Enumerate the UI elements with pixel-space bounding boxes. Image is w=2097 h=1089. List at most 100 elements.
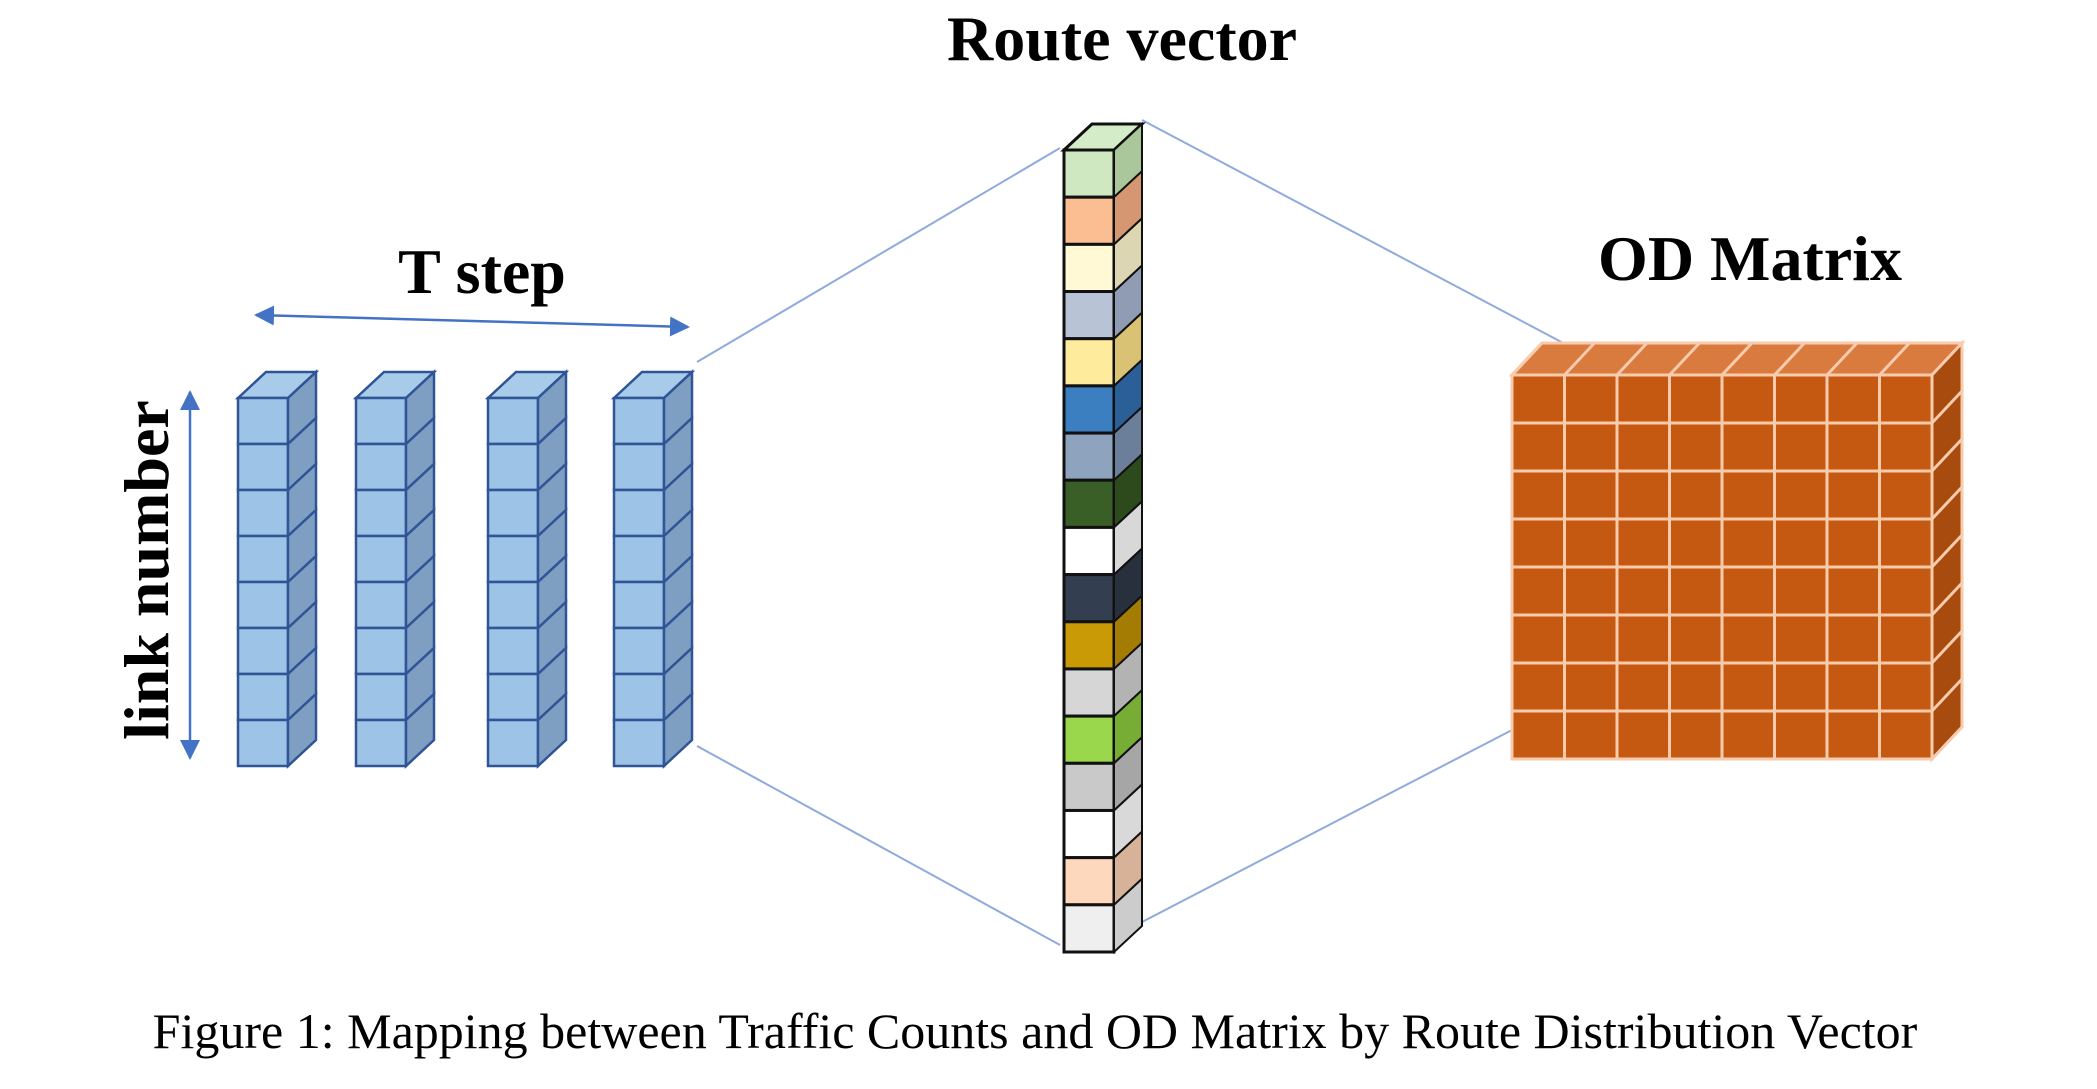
- connector-line: [696, 147, 1061, 363]
- od-cell: [1878, 661, 1934, 713]
- od-cell: [1825, 565, 1881, 617]
- link-cell: [354, 396, 408, 446]
- od-cell: [1563, 517, 1619, 569]
- od-cell: [1510, 517, 1566, 569]
- od-side-grid-line: [1930, 437, 1964, 473]
- od-cell: [1668, 517, 1724, 569]
- od-cell: [1720, 565, 1776, 617]
- link-cell: [612, 672, 666, 722]
- od-cell: [1510, 709, 1566, 761]
- traffic-column: [610, 369, 696, 769]
- route-cell: [1062, 903, 1116, 954]
- link-cell: [486, 396, 540, 446]
- od-cell: [1825, 421, 1881, 473]
- t-step-label: T step: [398, 236, 566, 307]
- route-cell: [1062, 808, 1116, 860]
- od-cell: [1563, 421, 1619, 473]
- od-side-grid-line: [1930, 677, 1964, 713]
- link-cell: [486, 442, 540, 492]
- od-top-grid-line: [1825, 341, 1859, 377]
- traffic-count-columns: [234, 369, 696, 769]
- route-cell: [1062, 384, 1116, 435]
- link-cell: [236, 718, 290, 768]
- od-cell: [1878, 709, 1934, 761]
- link-cell: [236, 442, 290, 492]
- od-cell: [1878, 565, 1934, 617]
- link-cell: [612, 626, 666, 676]
- od-cell: [1878, 469, 1934, 521]
- link-cell: [612, 534, 666, 584]
- link-cell: [486, 672, 540, 722]
- od-cell: [1668, 469, 1724, 521]
- link-cell-side: [404, 691, 436, 769]
- link-cell: [236, 534, 290, 584]
- od-side-grid-line: [1930, 389, 1964, 425]
- route-cell: [1062, 242, 1116, 294]
- od-cell: [1510, 469, 1566, 521]
- od-cell: [1615, 661, 1671, 713]
- od-cell: [1510, 661, 1566, 713]
- route-cell: [1062, 856, 1116, 907]
- od-cell: [1720, 613, 1776, 665]
- od-cell: [1668, 613, 1724, 665]
- traffic-column: [484, 369, 570, 769]
- link-cell: [486, 718, 540, 768]
- od-cell: [1878, 373, 1934, 425]
- route-cell: [1062, 667, 1116, 718]
- link-cell: [612, 442, 666, 492]
- od-cell: [1563, 469, 1619, 521]
- connector-line: [1141, 729, 1513, 923]
- od-cell: [1720, 661, 1776, 713]
- od-cell: [1668, 373, 1724, 425]
- od-cell: [1510, 565, 1566, 617]
- od-cell: [1615, 613, 1671, 665]
- link-number-label: link number: [111, 400, 182, 740]
- od-cell: [1510, 373, 1566, 425]
- link-cell: [236, 626, 290, 676]
- route-cell: [1062, 714, 1116, 765]
- route-vector-column: [1060, 121, 1146, 955]
- od-cell: [1720, 421, 1776, 473]
- od-cell: [1773, 613, 1829, 665]
- route-cell: [1062, 573, 1116, 624]
- traffic-column: [352, 369, 438, 769]
- link-cell: [354, 626, 408, 676]
- od-cell: [1563, 709, 1619, 761]
- od-cell: [1773, 469, 1829, 521]
- connector-lines: [696, 119, 1568, 946]
- link-cell: [486, 580, 540, 630]
- route-cell: [1062, 620, 1116, 671]
- link-cell: [236, 580, 290, 630]
- route-vector-label: Route vector: [947, 3, 1297, 74]
- connector-line: [696, 745, 1061, 946]
- link-cell: [236, 672, 290, 722]
- od-cell: [1773, 661, 1829, 713]
- od-cell: [1563, 661, 1619, 713]
- od-matrix-label: OD Matrix: [1598, 223, 1902, 294]
- od-cell: [1773, 565, 1829, 617]
- link-cell: [612, 580, 666, 630]
- od-cell: [1773, 421, 1829, 473]
- route-cell: [1062, 761, 1116, 812]
- od-cell: [1773, 709, 1829, 761]
- od-side-grid-line: [1930, 533, 1964, 569]
- od-top-grid-line: [1668, 341, 1701, 377]
- od-cell: [1510, 421, 1566, 473]
- od-top-grid-line: [1878, 341, 1911, 377]
- route-cell: [1062, 478, 1116, 529]
- od-cell: [1773, 517, 1829, 569]
- od-cell: [1615, 421, 1671, 473]
- od-cell: [1825, 373, 1881, 425]
- od-cell: [1563, 373, 1619, 425]
- figure-caption: Figure 1: Mapping between Traffic Counts…: [153, 1003, 1918, 1059]
- od-cell: [1825, 709, 1881, 761]
- link-cell: [354, 580, 408, 630]
- route-cell: [1062, 337, 1116, 388]
- route-cell: [1062, 431, 1116, 482]
- link-cell: [612, 396, 666, 446]
- od-cell: [1563, 613, 1619, 665]
- od-cell: [1668, 661, 1724, 713]
- route-cell: [1062, 195, 1116, 246]
- od-cell: [1720, 517, 1776, 569]
- route-cell: [1062, 290, 1116, 341]
